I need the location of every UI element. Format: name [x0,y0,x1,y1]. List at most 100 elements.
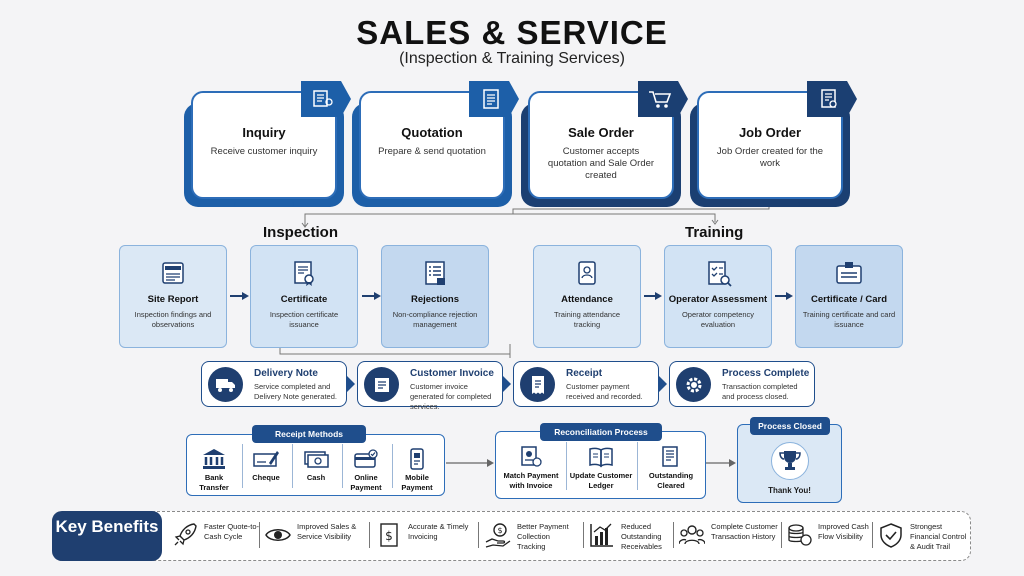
ledger-book-icon [588,446,614,468]
attendance-badge-icon [572,258,602,288]
receipt-icon [520,367,555,402]
step-receipt[interactable]: Receipt Customer payment received and re… [513,361,667,407]
stage-quotation[interactable]: Quotation Prepare & send quotation [352,81,519,207]
step-title: Certificate / Card [810,294,888,305]
section-inspection-label: Inspection [263,224,339,241]
benefit-item: Faster Quote-to-Cash Cycle [172,516,259,558]
step-desc: Transaction completed and process closed… [722,382,798,401]
step-attendance[interactable]: Attendance Training attendance tracking [533,245,641,348]
reconciliation-heading: Reconciliation Process [540,423,662,441]
certificate-icon [289,258,319,288]
stage-desc: Job Order created for the work [716,146,824,169]
receipt-method-online[interactable]: Online Payment [344,448,388,493]
inquiry-form-icon [301,81,351,117]
stage-sale-order[interactable]: Sale Order Customer accepts quotation an… [521,81,688,207]
gear-check-icon [676,367,711,402]
invoice-icon [364,367,399,402]
step-title: Customer Invoice [410,368,494,379]
stage-title: Sale Order [568,125,634,140]
assessment-checklist-icon [703,258,733,288]
benefit-text: Reduced Outstanding Receivables [621,522,662,551]
benefit-text: Improved Cash Flow Visibility [818,522,869,541]
benefit-text: Accurate & Timely Invoicing [408,522,469,541]
step-certificate-card[interactable]: Certificate / Card Training certificate … [795,245,903,348]
checklist-icon [420,258,450,288]
key-benefits-bar [52,511,971,561]
stage-title: Quotation [401,125,463,140]
receipt-methods-heading: Receipt Methods [252,425,366,443]
step-desc: Inspection findings and observations [134,310,212,329]
users-icon [678,522,706,548]
step-title: Site Report [147,294,199,305]
receipt-method-mobile[interactable]: Mobile Payment [394,448,440,493]
receipt-method-label: Cheque [252,473,280,482]
stage-job-order[interactable]: Job Order Job Order created for the work [690,81,857,207]
receipt-method-bank[interactable]: Bank Transfer [190,448,238,493]
step-certificate[interactable]: Certificate Inspection certificate issua… [250,245,358,348]
hand-coin-icon: $ [485,522,511,548]
reconciliation-match-payment[interactable]: Match Payment with Invoice [499,446,563,491]
stage-title: Inquiry [242,125,286,140]
key-benefits-heading: Key Benefits [52,511,162,561]
receipt-method-cash[interactable]: Cash [294,448,338,483]
step-rejections[interactable]: Rejections Non-compliance rejection mana… [381,245,489,348]
mobile-payment-icon [404,448,430,470]
receipt-method-label: Bank Transfer [199,473,229,492]
step-title: Receipt [566,368,603,379]
step-desc: Operator competency evaluation [681,310,755,329]
svg-text:$: $ [497,526,502,535]
cheque-icon [253,448,279,470]
benefit-item: Reduced Outstanding Receivables [589,516,675,558]
step-process-complete[interactable]: Process Complete Transaction completed a… [669,361,815,407]
step-title: Operator Assessment [668,294,768,305]
receipt-method-label: Cash [306,473,326,482]
reconciliation-outstanding-cleared[interactable]: Outstanding Cleared [639,446,703,491]
stage-inquiry[interactable]: Inquiry Receive customer inquiry [184,81,351,207]
job-order-document-icon [807,81,857,117]
dollar-document-icon: $ [376,522,402,548]
page-subtitle: (Inspection & Training Services) [399,50,625,67]
step-desc: Training certificate and card issuance [802,310,896,329]
step-desc: Customer invoice generated for completed… [410,382,492,411]
benefit-item: Improved Sales & Service Visibility [265,516,363,558]
step-title: Certificate [280,294,328,305]
step-title: Delivery Note [254,368,318,379]
benefit-item: Complete Customer Transaction History [678,516,783,558]
stage-desc: Customer accepts quotation and Sale Orde… [547,146,655,181]
shopping-cart-icon [638,81,688,117]
process-closed-heading: Process Closed [750,417,830,435]
benefit-text: Better Payment Collection Tracking [517,522,569,551]
step-desc: Inspection certificate issuance [269,310,339,329]
benefit-text: Faster Quote-to-Cash Cycle [204,522,260,541]
step-desc: Customer payment received and recorded. [566,382,643,401]
step-customer-invoice[interactable]: Customer Invoice Customer invoice genera… [357,361,511,411]
page-title: SALES & SERVICE [356,14,668,51]
stage-desc: Prepare & send quotation [378,146,486,157]
step-operator-assessment[interactable]: Operator Assessment Operator competency … [664,245,772,348]
step-title: Rejections [410,294,460,305]
step-desc: Training attendance tracking [553,310,621,329]
cleared-document-icon [658,446,684,468]
quotation-document-icon [469,81,519,117]
reconciliation-label: Match Payment with Invoice [503,471,559,490]
receipt-method-label: Mobile Payment [401,473,433,492]
reconciliation-label: Outstanding Cleared [648,471,694,490]
rocket-icon [172,522,198,548]
thank-you-label: Thank You! [768,486,811,495]
reconciliation-update-ledger[interactable]: Update Customer Ledger [568,446,634,491]
benefit-text: Complete Customer Transaction History [711,522,778,541]
benefit-item: $ Accurate & Timely Invoicing [376,516,474,558]
benefit-text: Strongest Financial Control & Audit Trai… [910,522,967,551]
step-site-report[interactable]: Site Report Inspection findings and obse… [119,245,227,348]
step-title: Process Complete [722,368,810,379]
section-training-label: Training [685,224,744,241]
trophy-icon [771,442,809,480]
receipt-method-cheque[interactable]: Cheque [244,448,288,483]
eye-icon [265,522,291,548]
step-delivery-note[interactable]: Delivery Note Service completed and Deli… [201,361,355,407]
step-desc: Non-compliance rejection management [392,310,478,329]
delivery-truck-icon [208,367,243,402]
benefit-item: Strongest Financial Control & Audit Trai… [878,516,968,558]
benefit-item: $ Better Payment Collection Tracking [485,516,581,558]
step-desc: Service completed and Delivery Note gene… [254,382,337,401]
